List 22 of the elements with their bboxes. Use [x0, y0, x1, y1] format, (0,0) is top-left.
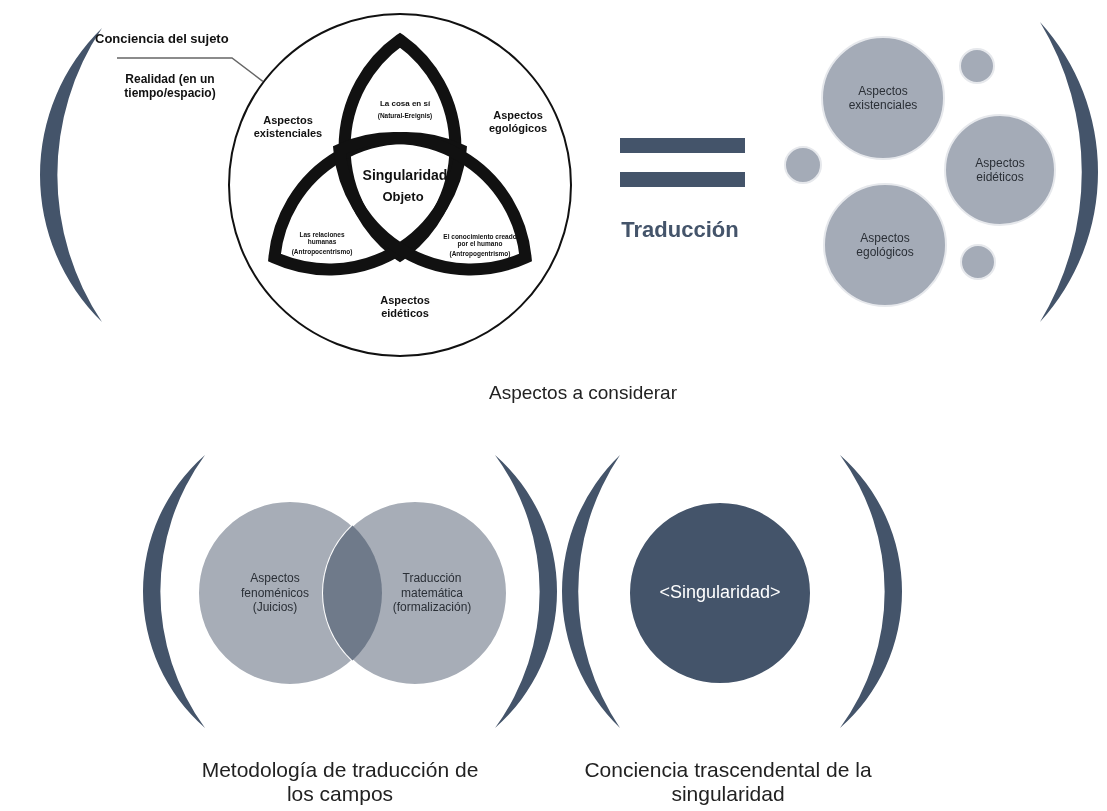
heading: Traducción: [620, 217, 740, 243]
heading: Conciencia del sujeto: [95, 31, 229, 47]
annotation: Realidad (en un tiempo/espacio): [123, 73, 217, 101]
region-label: La cosa en sí: [378, 99, 432, 109]
caption: Metodología de traducción de los campos: [200, 757, 480, 807]
circle-label: Aspectos eidéticos: [974, 155, 1026, 185]
center-label: Singularidad: [361, 166, 449, 184]
region-label: Aspectos egológicos: [487, 109, 549, 135]
circle: [784, 146, 822, 184]
heading: Traducción matemática (formalización): [391, 571, 473, 615]
region-label: Aspectos existenciales: [252, 114, 324, 140]
caption: Conciencia trascendental de la singularidad: [583, 757, 873, 807]
heading: Aspectos fenoménicos (Juicios): [239, 571, 310, 615]
circle-label: Aspectos egológicos: [855, 230, 915, 260]
leader-line: [116, 57, 264, 83]
circle-label: <Singularidad>: [659, 582, 781, 604]
region-label: Aspectos eidéticos: [379, 294, 431, 320]
caption: Aspectos a considerar: [488, 382, 678, 404]
circle: [959, 48, 995, 84]
circle: [960, 244, 996, 280]
circle-label: Aspectos existenciales: [847, 83, 919, 113]
center-label: Objeto: [381, 189, 425, 205]
